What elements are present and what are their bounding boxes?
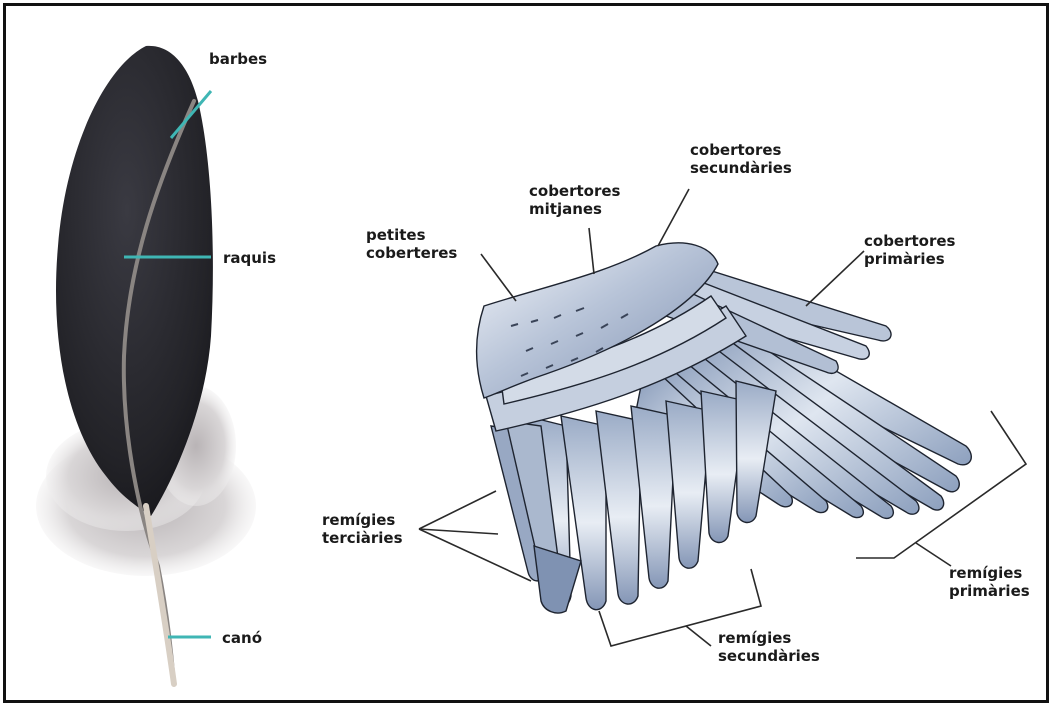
remigies-secundaries-leader-line xyxy=(686,626,711,646)
label-cobertores-mitjanes: cobertores mitjanes xyxy=(529,182,626,218)
feather-and-wing-diagram: barbes raquis canó xyxy=(6,6,1046,700)
petites-coberteres-leader-line xyxy=(481,254,516,301)
label-cobertores-secundaries: cobertores secundàries xyxy=(690,141,792,177)
wing-illustration xyxy=(477,243,972,613)
label-remigies-primaries: remígies primàries xyxy=(949,564,1030,600)
diagram-frame: barbes raquis canó xyxy=(3,3,1049,703)
remigies-terciaries-leader-line xyxy=(419,529,498,534)
feather-illustration xyxy=(36,46,256,684)
remigies-terciaries-leader-line xyxy=(419,529,531,581)
label-remigies-secundaries: remígies secundàries xyxy=(718,629,820,665)
label-petites-coberteres: petites coberteres xyxy=(366,226,457,262)
label-cobertores-primaries: cobertores primàries xyxy=(864,232,961,268)
label-remigies-terciaries: remígies terciàries xyxy=(322,511,403,547)
cobertores-primaries-leader-line xyxy=(806,251,864,306)
remigies-primaries-leader-line xyxy=(916,543,951,566)
label-barbes: barbes xyxy=(209,50,267,68)
label-raquis: raquis xyxy=(223,249,276,267)
remigies-terciaries-leader-line xyxy=(419,491,496,529)
label-cano: canó xyxy=(222,629,262,647)
cobertores-mitjanes-leader-line xyxy=(589,228,594,274)
cobertores-secundaries-leader-line xyxy=(658,189,689,246)
